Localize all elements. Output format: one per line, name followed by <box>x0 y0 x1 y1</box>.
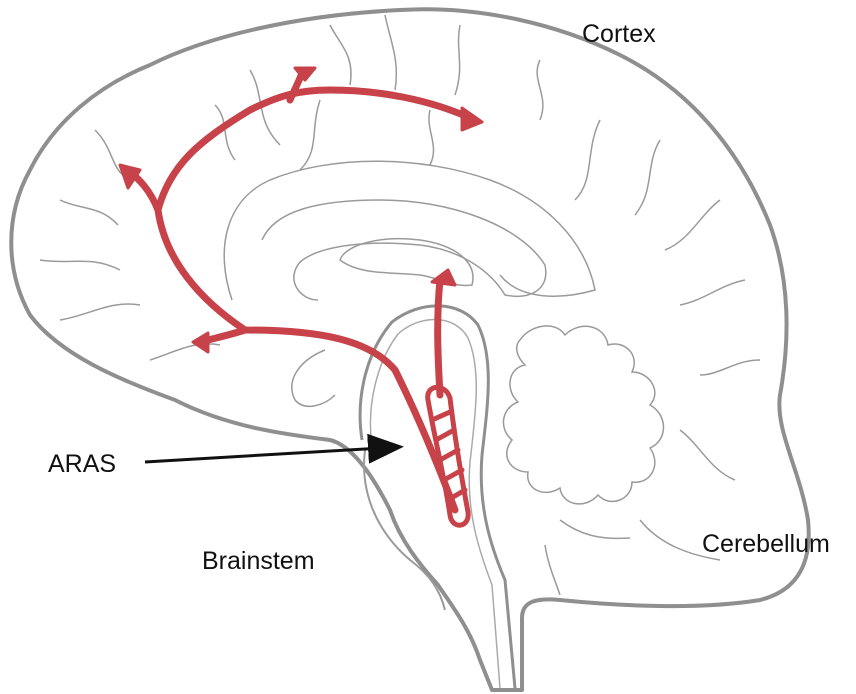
cerebellum-label: Cerebellum <box>702 532 830 557</box>
arrowhead-right <box>462 108 482 130</box>
arrowhead-left <box>120 165 140 188</box>
cerebellum-arbor <box>503 326 663 504</box>
aras-label: ARAS <box>48 452 116 477</box>
arrowhead-thalamic <box>432 270 455 285</box>
cortex-outline <box>11 9 808 690</box>
thalamus-curve <box>292 350 335 406</box>
arrowhead-frontal <box>193 333 208 352</box>
cortex-label: Cortex <box>582 22 656 47</box>
brainstem-inner-outline <box>370 319 500 688</box>
cingulate-gyrus <box>224 161 595 300</box>
cortical-sulci <box>40 15 760 595</box>
brainstem-label: Brainstem <box>202 549 315 574</box>
pons-curve <box>364 450 445 610</box>
corpus-callosum <box>262 200 546 300</box>
pathway-thalamic <box>438 280 440 395</box>
